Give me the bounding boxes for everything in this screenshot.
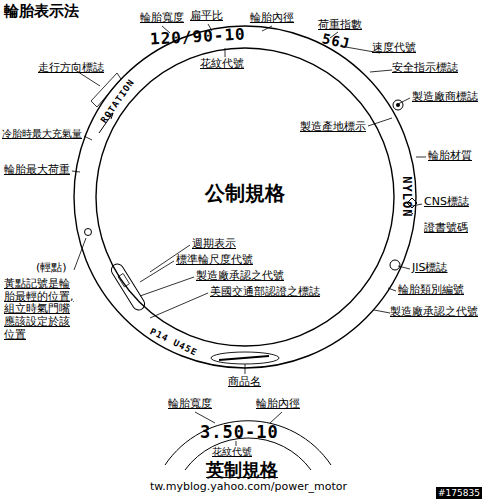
callout-label: 走行方向標誌 xyxy=(38,62,104,75)
callout-label: CNS標誌 xyxy=(424,196,469,209)
sidewall-marking: 3.50-10 xyxy=(200,423,279,443)
callout-label: 製造產地標示 xyxy=(300,121,366,134)
callout-label: 輪胎材質 xyxy=(428,150,472,163)
watermark: #175835 xyxy=(436,487,482,499)
callout-label: 週期表示 xyxy=(192,238,236,251)
callout-label: 英制規格 xyxy=(206,460,278,481)
callout-label: 輪胎最大荷重 xyxy=(4,164,70,177)
callout-label: (輕點) xyxy=(36,262,67,275)
callout-label: JIS標誌 xyxy=(412,262,447,275)
callout-label: 荷重指數 xyxy=(318,19,362,32)
watermark: tw.myblog.yahoo.com/power_motor xyxy=(150,481,347,494)
callout-label: 冷胎時最大充氣量 xyxy=(2,128,82,140)
callout-label: 製造廠承認之代號 xyxy=(390,306,478,319)
note: 黃點記號是輪胎最輕的位置,組立時氣門嘴應該設定於該位置 xyxy=(4,278,76,341)
callout-label: 商品名 xyxy=(228,376,261,389)
callout-label: 標準輪尺度代號 xyxy=(176,254,253,267)
callout-label: 安全指示標誌 xyxy=(392,62,458,75)
callout-label: 輪胎寬度 xyxy=(140,12,184,25)
callout-label: 速度代號 xyxy=(372,42,416,55)
region-label: 公制規格 xyxy=(73,180,417,207)
title: 輪胎表示法 xyxy=(4,3,79,20)
callout-label: 花紋代號 xyxy=(212,446,252,458)
callout-label: 製造廠商標誌 xyxy=(412,91,478,104)
callout-label: 製造廠承認之代號 xyxy=(196,270,284,283)
callout-label: 輪胎內徑 xyxy=(256,398,300,411)
callout-label: 輪胎內徑 xyxy=(250,12,294,25)
sidewall-marking: 120/90-10 xyxy=(150,26,247,49)
callout-label: 扁平比 xyxy=(190,10,223,23)
callout-label: 輪胎類別編號 xyxy=(398,284,464,297)
tire-ring: 公制規格 xyxy=(73,25,417,369)
callout-label: 輪胎寬度 xyxy=(168,398,212,411)
callout-label: 花紋代號 xyxy=(200,58,244,71)
sidewall-marking: 56J xyxy=(321,30,352,52)
sidewall-marking: NYLON xyxy=(399,172,413,222)
callout-label: 證書號碼 xyxy=(424,222,468,235)
callout-label: 美國交通部認證之標誌 xyxy=(210,286,320,299)
